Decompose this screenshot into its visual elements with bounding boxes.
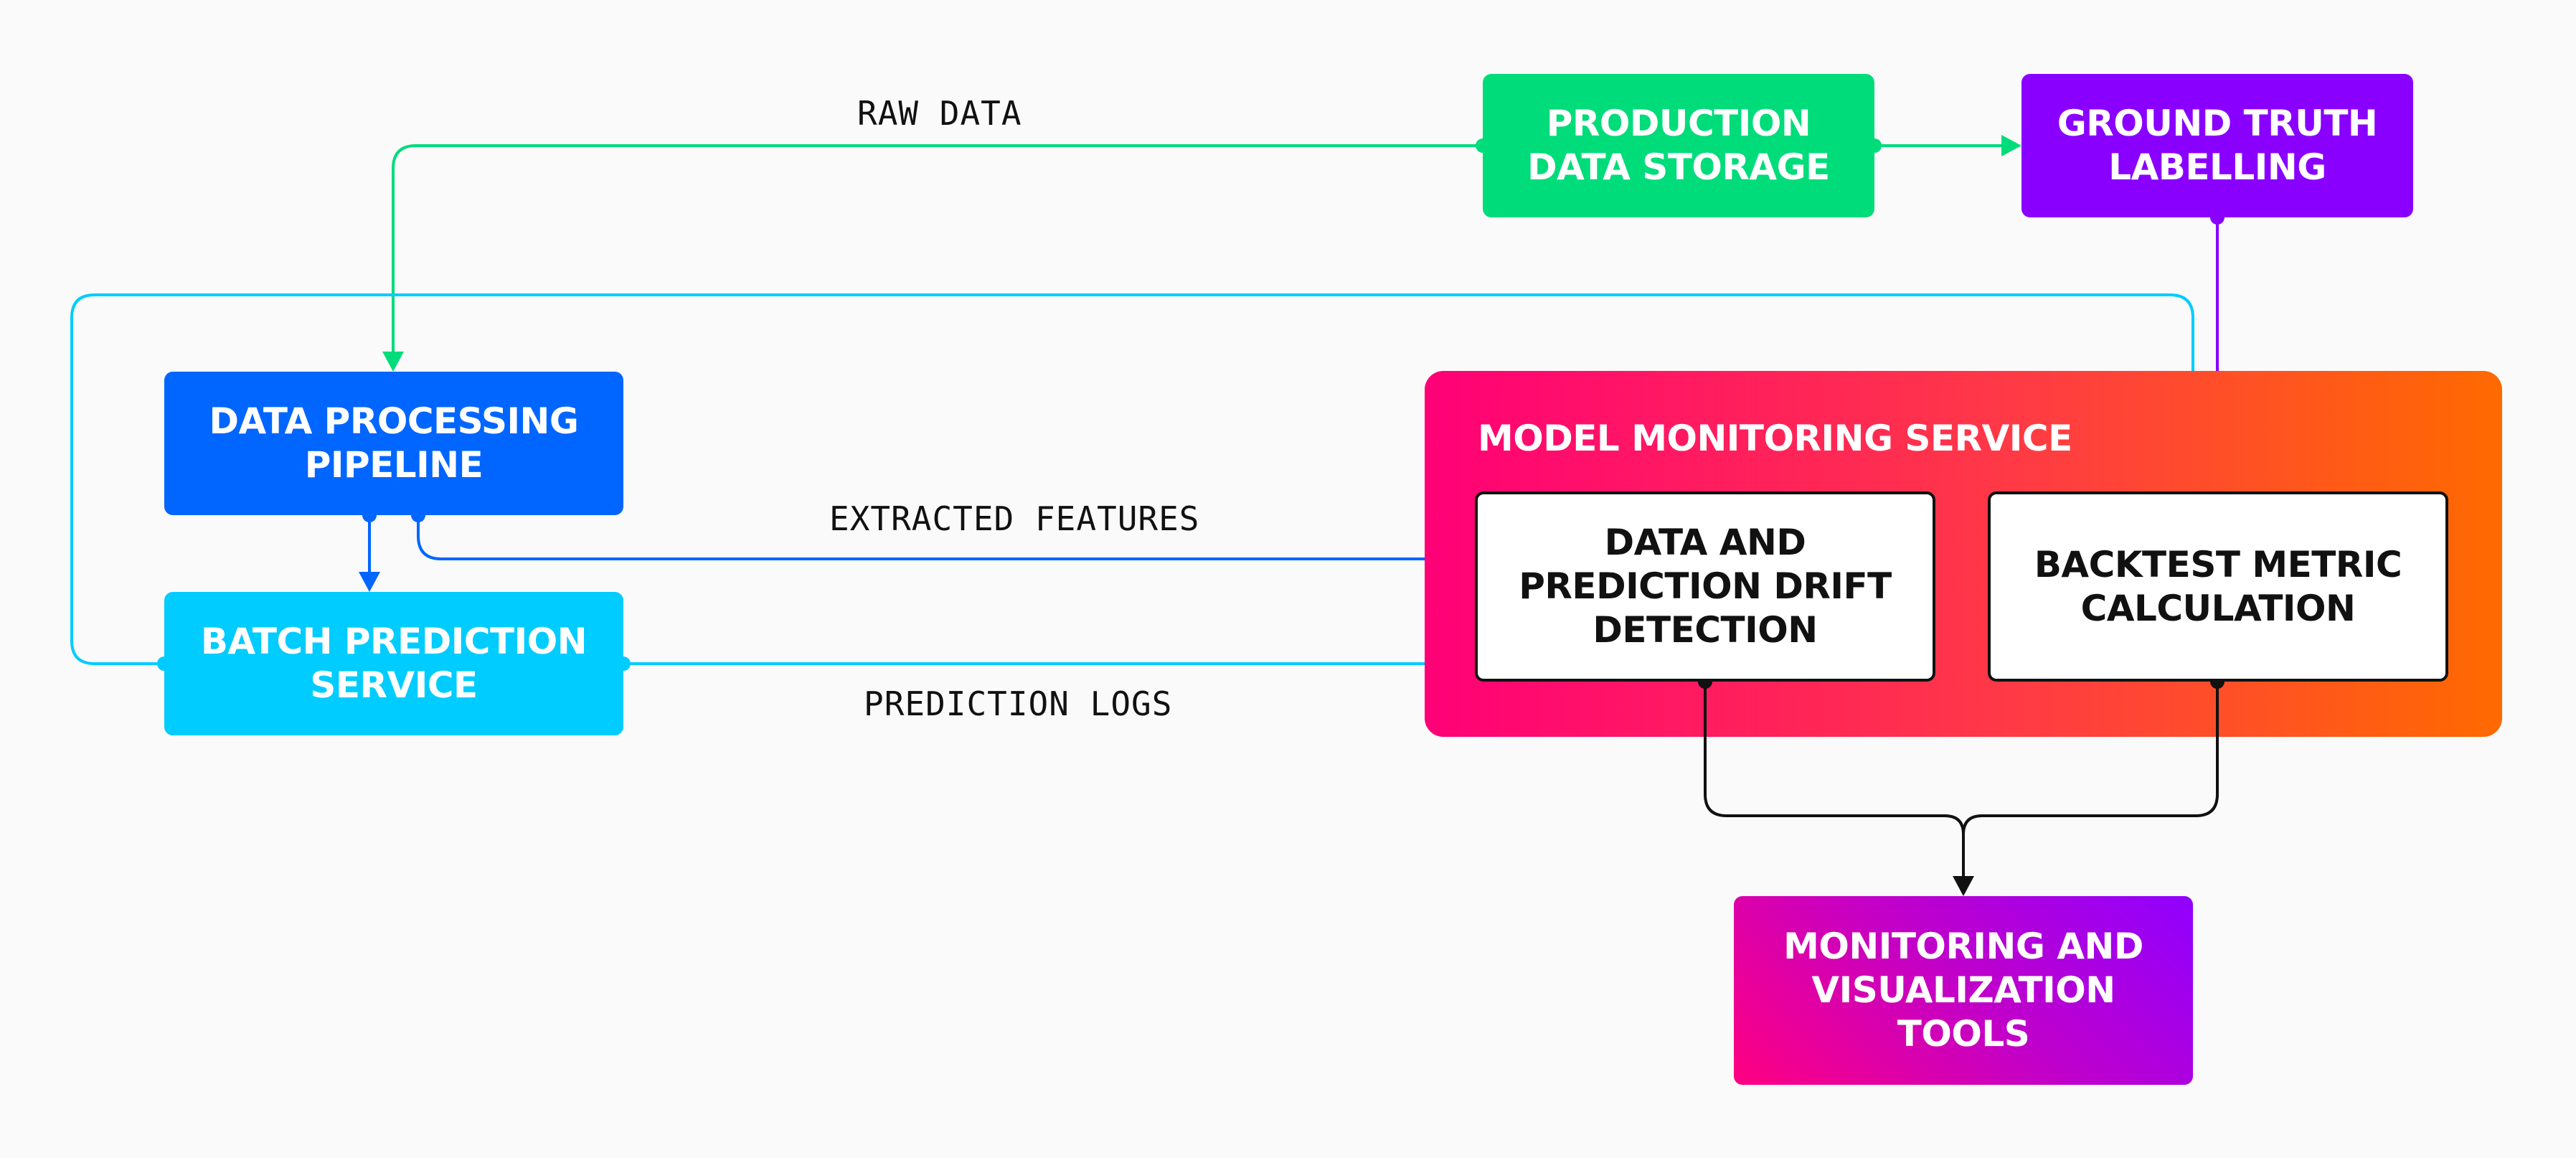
model-monitoring-service-title: MODEL MONITORING SERVICE [1478, 418, 2072, 459]
data-processing-pipeline-node: DATA PROCESSING PIPELINE [164, 372, 623, 515]
drift-detection-node: DATA AND PREDICTION DRIFT DETECTION [1475, 491, 1935, 682]
backtest-metric-node: BACKTEST METRIC CALCULATION [1988, 491, 2448, 682]
raw-data-label: RAW DATA [857, 94, 1022, 133]
extracted-features-label: EXTRACTED FEATURES [829, 499, 1200, 538]
ground-truth-labelling-label: GROUND TRUTH LABELLING [2057, 103, 2378, 188]
batch-prediction-service-node: BATCH PREDICTION SERVICE [164, 592, 623, 735]
backtest-metric-label: BACKTEST METRIC CALCULATION [2034, 543, 2402, 629]
drift-detection-label: DATA AND PREDICTION DRIFT DETECTION [1519, 522, 1892, 651]
monitoring-visualization-tools-node: MONITORING AND VISUALIZATION TOOLS [1734, 896, 2193, 1085]
production-data-storage-label: PRODUCTION DATA STORAGE [1527, 103, 1830, 188]
production-data-storage-node: PRODUCTION DATA STORAGE [1483, 74, 1874, 217]
batch-prediction-service-label: BATCH PREDICTION SERVICE [200, 621, 588, 706]
prediction-logs-label: PREDICTION LOGS [864, 684, 1173, 723]
data-processing-pipeline-label: DATA PROCESSING PIPELINE [209, 400, 579, 486]
edge-merge-to-viz-tools [1698, 674, 2224, 896]
ground-truth-labelling-node: GROUND TRUTH LABELLING [2021, 74, 2413, 217]
monitoring-visualization-tools-label: MONITORING AND VISUALIZATION TOOLS [1783, 926, 2143, 1055]
